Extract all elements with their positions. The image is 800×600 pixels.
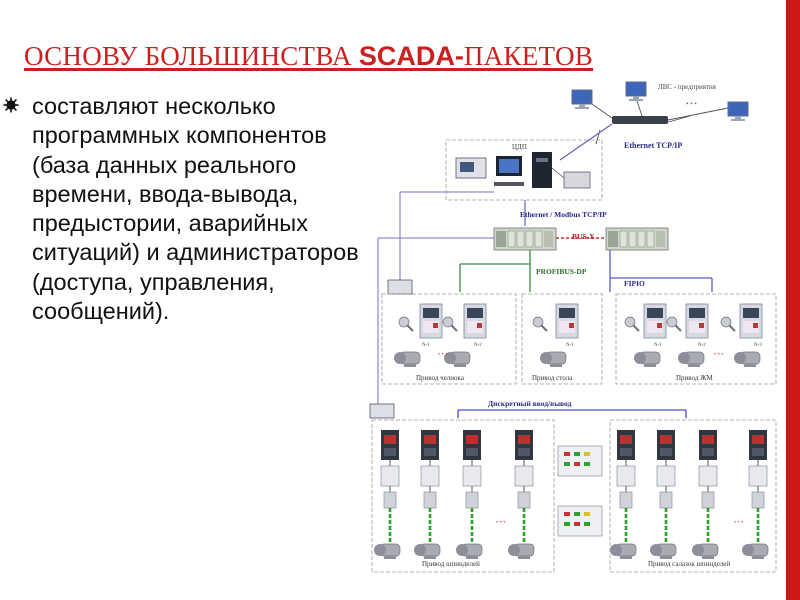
bullet-icon — [3, 97, 19, 113]
drive-column-icon — [414, 430, 440, 559]
motor-icon — [677, 351, 705, 368]
plc-secondary-icon — [605, 227, 669, 251]
server-tower-icon — [532, 152, 552, 188]
motor-label: N-2 — [698, 343, 706, 348]
sensor-icon — [624, 316, 640, 332]
control-panel-screen — [460, 162, 474, 172]
network-switch-icon — [612, 116, 668, 124]
plc-main-icon — [493, 227, 557, 251]
drive-column-icon — [456, 430, 482, 559]
title-part-3: ПАКЕТОВ — [463, 41, 594, 71]
io-panel-indicators — [564, 452, 590, 526]
drive-column-icon — [610, 430, 636, 559]
lan-workstation-icon — [727, 101, 749, 122]
operator-monitor-screen — [499, 159, 519, 173]
ethernet-line — [559, 123, 613, 161]
lan-cable — [664, 115, 691, 124]
motor-icon — [539, 351, 567, 368]
sensor-icon — [720, 316, 736, 332]
keyboard-icon — [494, 182, 524, 186]
drive-column-icon — [508, 430, 534, 559]
drive-table-label: Привод стола — [532, 374, 573, 382]
busx-label: BUS-X — [572, 232, 595, 241]
hmi-terminal-icon — [387, 279, 413, 295]
bullet-text: составляют несколько программных компоне… — [32, 93, 359, 325]
lan-workstation-icon — [625, 81, 647, 102]
fipio-label: FIPIO — [624, 279, 645, 288]
motor-icon — [443, 351, 471, 368]
lan-cable — [667, 107, 729, 121]
control-room-box — [445, 139, 603, 201]
spindle-drive-label: Привод шпинделей — [422, 560, 480, 568]
sensor-icon — [398, 316, 414, 332]
lan-dots: • • • — [686, 100, 697, 108]
motor-icon — [393, 351, 421, 368]
spindle-slide-box — [609, 419, 777, 573]
right-accent-bar — [786, 0, 800, 600]
slide-title: ОСНОВУ БОЛЬШИНСТВА SCADA-ПАКЕТОВ — [24, 36, 593, 73]
frequency-converter-icon — [555, 303, 579, 339]
sensor-icon — [442, 316, 458, 332]
ethernet-modbus-label: Ethernet / Modbus TCP/IP — [520, 210, 607, 219]
drive-shuttle-label: Привод челнока — [416, 374, 465, 382]
motor-label: N-1 — [566, 343, 574, 348]
drive-zhm-label: Привод ЖМ — [676, 374, 713, 382]
frequency-converter-icon — [739, 303, 763, 339]
scada-network-diagram: ЛВС - предприятия • • • Ethernet TCP/IP … — [369, 81, 777, 573]
hmi-terminal-icon — [369, 403, 395, 419]
sensor-icon — [532, 316, 548, 332]
lan-cable — [591, 103, 613, 119]
drive-column-icon — [374, 430, 400, 559]
title-part-scada: SCADA- — [358, 41, 464, 71]
ellipsis-dots: • • • — [438, 352, 447, 358]
io-panel-icon — [557, 505, 603, 537]
frequency-converter-icon — [419, 303, 443, 339]
cdp-label: ЦДП — [512, 143, 527, 151]
motor-icon — [633, 351, 661, 368]
drive-group-box — [521, 293, 603, 385]
motor-label: N-1 — [422, 343, 430, 348]
spindle-slide-label: Привод салазок шпинделей — [648, 560, 730, 568]
frequency-converter-icon — [685, 303, 709, 339]
drive-column-icon — [692, 430, 718, 559]
drive-group-box — [615, 293, 777, 385]
lan-workstation-icon — [571, 89, 593, 110]
cdp-cable — [551, 167, 565, 179]
drive-group-box — [381, 293, 517, 385]
motor-label: N-2 — [474, 343, 482, 348]
discrete-io-label: Дискретный ввод/вывод — [488, 399, 572, 408]
server-tower-drive — [536, 158, 548, 162]
title-part-1: ОСНОВУ БОЛЬШИНСТВА — [24, 41, 359, 71]
drive-column-icon — [742, 430, 768, 559]
motor-icon — [733, 351, 761, 368]
sensor-icon — [666, 316, 682, 332]
printer-icon — [563, 171, 591, 189]
ethernet-tcpip-label: Ethernet TCP/IP — [624, 141, 682, 150]
frequency-converter-icon — [643, 303, 667, 339]
ellipsis-dots: • • • — [734, 520, 743, 526]
motor-label: N-1 — [654, 343, 662, 348]
spindle-drive-box — [371, 419, 555, 573]
frequency-converter-icon — [463, 303, 487, 339]
ellipsis-dots: • • • — [496, 520, 505, 526]
motor-label: N-3 — [754, 343, 762, 348]
profibus-label: PROFIBUS-DP — [536, 267, 587, 276]
io-panel-icon — [557, 445, 603, 477]
drive-column-icon — [650, 430, 676, 559]
lan-label: ЛВС - предприятия — [658, 83, 717, 91]
ellipsis-dots: • • • — [714, 352, 723, 358]
